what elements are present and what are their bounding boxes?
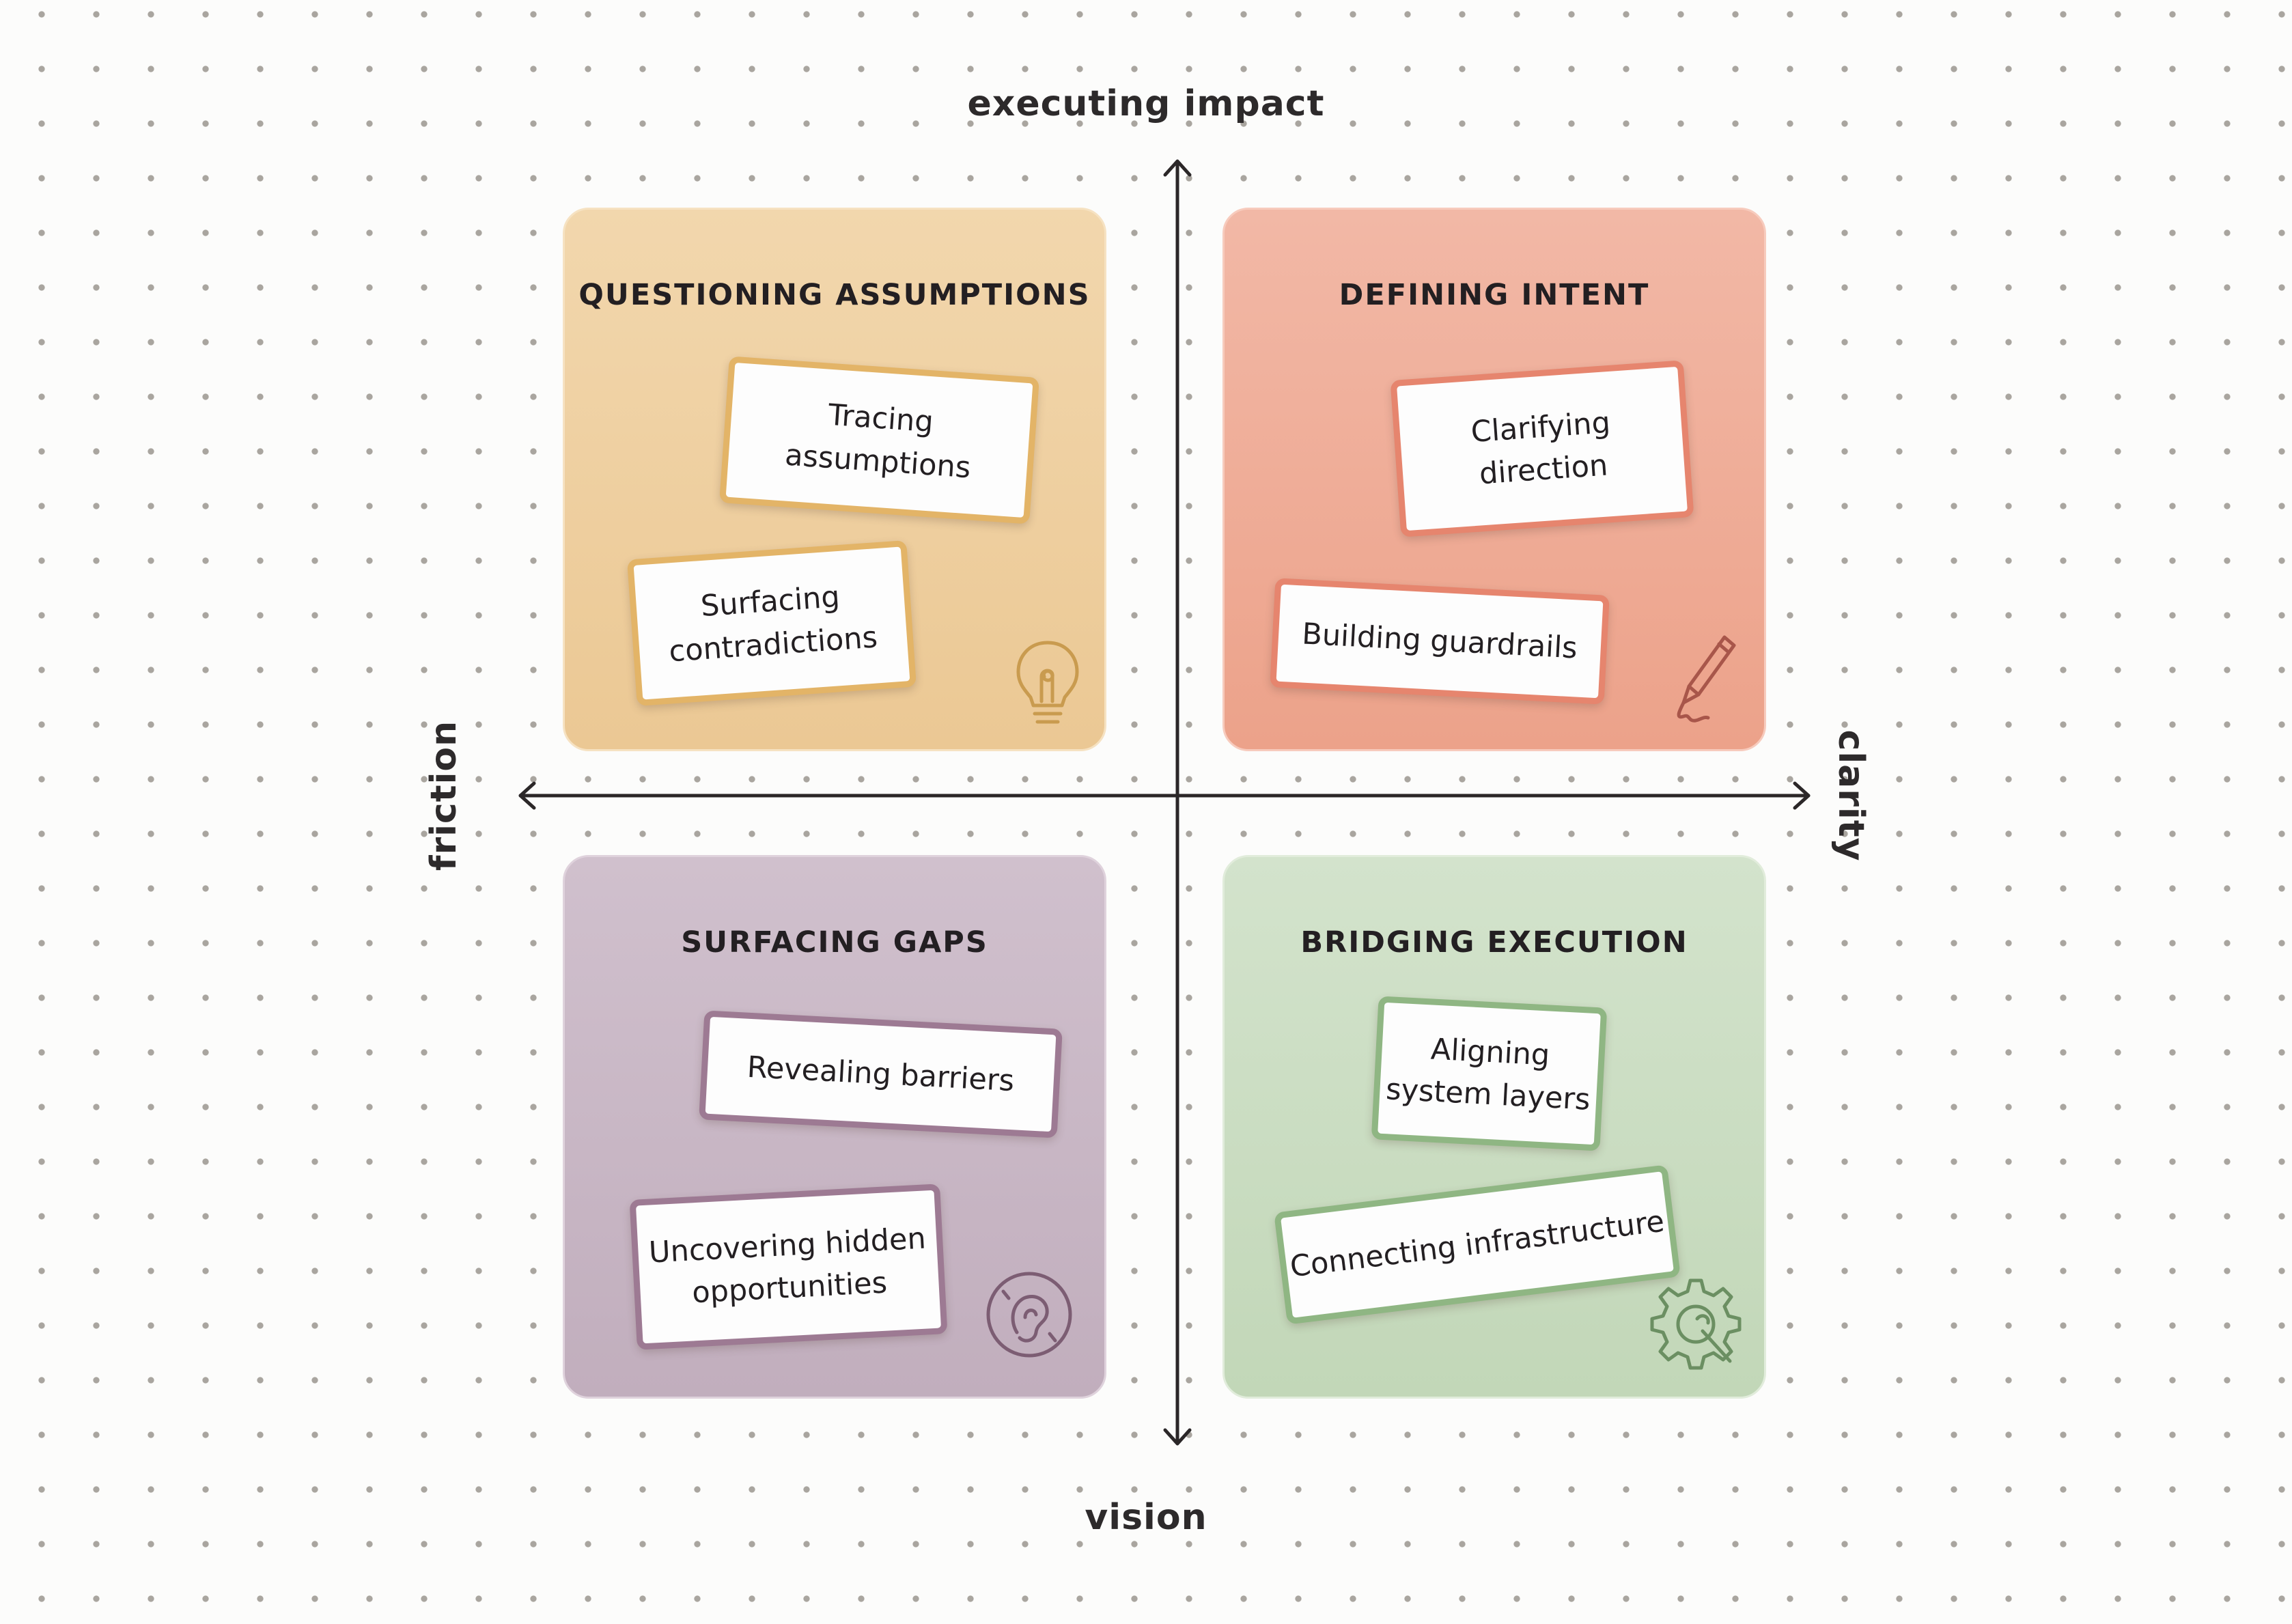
- arrow-left: [518, 781, 536, 810]
- gear-wrench-icon: [1650, 1278, 1742, 1370]
- quadrant-surfacing-gaps: SURFACING GAPS Revealing barriers Uncove…: [563, 855, 1106, 1399]
- quadrant-title: SURFACING GAPS: [681, 925, 988, 960]
- card-label: Surfacing contradictions: [667, 580, 879, 669]
- card-clarifying-direction[interactable]: Clarifying direction: [1390, 360, 1694, 537]
- card-label: Uncovering hidden opportunities: [647, 1221, 927, 1311]
- arrow-up: [1163, 159, 1192, 177]
- axis-label-right: clarity: [1830, 729, 1871, 862]
- card-building-guardrails[interactable]: Building guardrails: [1270, 578, 1610, 705]
- card-aligning-system-layers[interactable]: Aligning system layers: [1371, 996, 1608, 1151]
- quadrant-bridging-execution: BRIDGING EXECUTION Aligning system layer…: [1222, 855, 1766, 1399]
- arrow-right: [1793, 781, 1811, 810]
- card-uncovering-hidden-opportunities[interactable]: Uncovering hidden opportunities: [629, 1184, 948, 1350]
- card-label: Tracing assumptions: [783, 397, 972, 485]
- pen-icon: [1677, 635, 1736, 723]
- card-label: Building guardrails: [1301, 617, 1578, 666]
- axis-label-bottom: vision: [1085, 1497, 1207, 1538]
- quadrant-title: BRIDGING EXECUTION: [1300, 925, 1688, 960]
- card-label: Revealing barriers: [746, 1050, 1016, 1099]
- axis-label-top: executing impact: [967, 83, 1325, 124]
- card-label: Aligning system layers: [1385, 1032, 1591, 1117]
- card-surfacing-contradictions[interactable]: Surfacing contradictions: [627, 540, 917, 707]
- quadrant-questioning-assumptions: QUESTIONING ASSUMPTIONS Tracing assumpti…: [563, 208, 1106, 751]
- card-label: Clarifying direction: [1470, 405, 1612, 492]
- ear-icon: [986, 1272, 1072, 1358]
- card-tracing-assumptions[interactable]: Tracing assumptions: [719, 356, 1039, 524]
- card-connecting-infrastructure[interactable]: Connecting infrastructure: [1274, 1164, 1681, 1325]
- axis-label-left: friction: [423, 720, 464, 871]
- card-label: Connecting infrastructure: [1288, 1204, 1666, 1285]
- arrow-down: [1163, 1428, 1192, 1446]
- card-revealing-barriers[interactable]: Revealing barriers: [699, 1010, 1063, 1138]
- quadrant-title: QUESTIONING ASSUMPTIONS: [578, 278, 1091, 312]
- quadrant-defining-intent: DEFINING INTENT Clarifying direction Bui…: [1222, 208, 1766, 751]
- quadrant-title: DEFINING INTENT: [1339, 278, 1650, 312]
- lightbulb-icon: [1016, 641, 1079, 724]
